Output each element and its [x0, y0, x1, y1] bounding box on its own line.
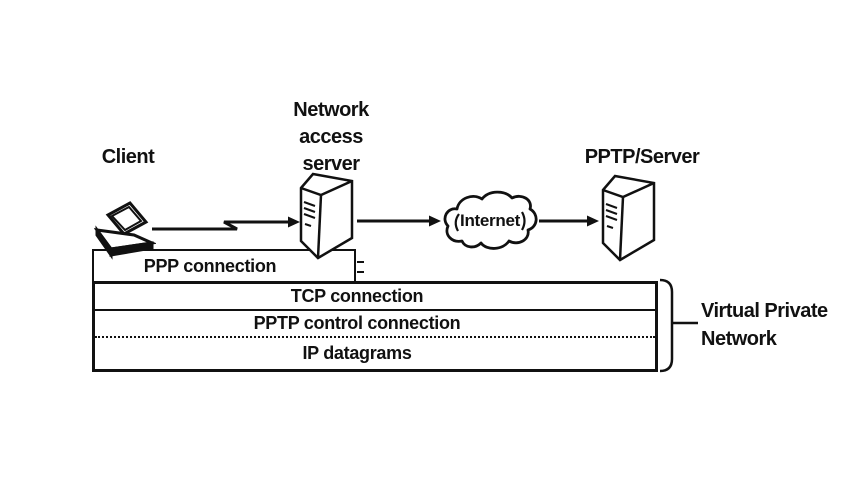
ppp-connection-box: PPP connection [92, 249, 356, 281]
vpn-stack-box: TCP connection PPTP control connection I… [92, 281, 658, 372]
pptp-control-connection-row: PPTP control connection [95, 311, 655, 338]
vpn-brace [659, 278, 698, 373]
ip-datagrams-label: IP datagrams [302, 343, 412, 363]
virtual-private-network-label: Virtual Private Network [701, 300, 828, 350]
client-label: Client [101, 146, 155, 168]
cloud-icon [443, 190, 538, 250]
tcp-connection-row: TCP connection [95, 284, 655, 311]
network-access-server-label: Network access server [293, 99, 369, 175]
pptp-control-connection-label: PPTP control connection [253, 313, 461, 333]
ip-datagrams-row: IP datagrams [95, 338, 655, 369]
internet-label: Internet [460, 211, 520, 230]
laptop-icon [94, 201, 156, 260]
arrow-internet-to-pptp-server [539, 215, 599, 227]
ppp-box-edge-ticks [357, 261, 364, 273]
pptp-server-label: PPTP/Server [584, 146, 700, 168]
ppp-connection-label: PPP connection [143, 255, 277, 276]
server-tower-icon [601, 174, 656, 262]
arrow-nas-to-internet [357, 215, 441, 227]
server-tower-icon [299, 172, 354, 260]
internet-node: Internet [440, 188, 540, 256]
tcp-connection-label: TCP connection [290, 286, 424, 306]
dialup-arrow-client-to-nas [152, 216, 300, 231]
